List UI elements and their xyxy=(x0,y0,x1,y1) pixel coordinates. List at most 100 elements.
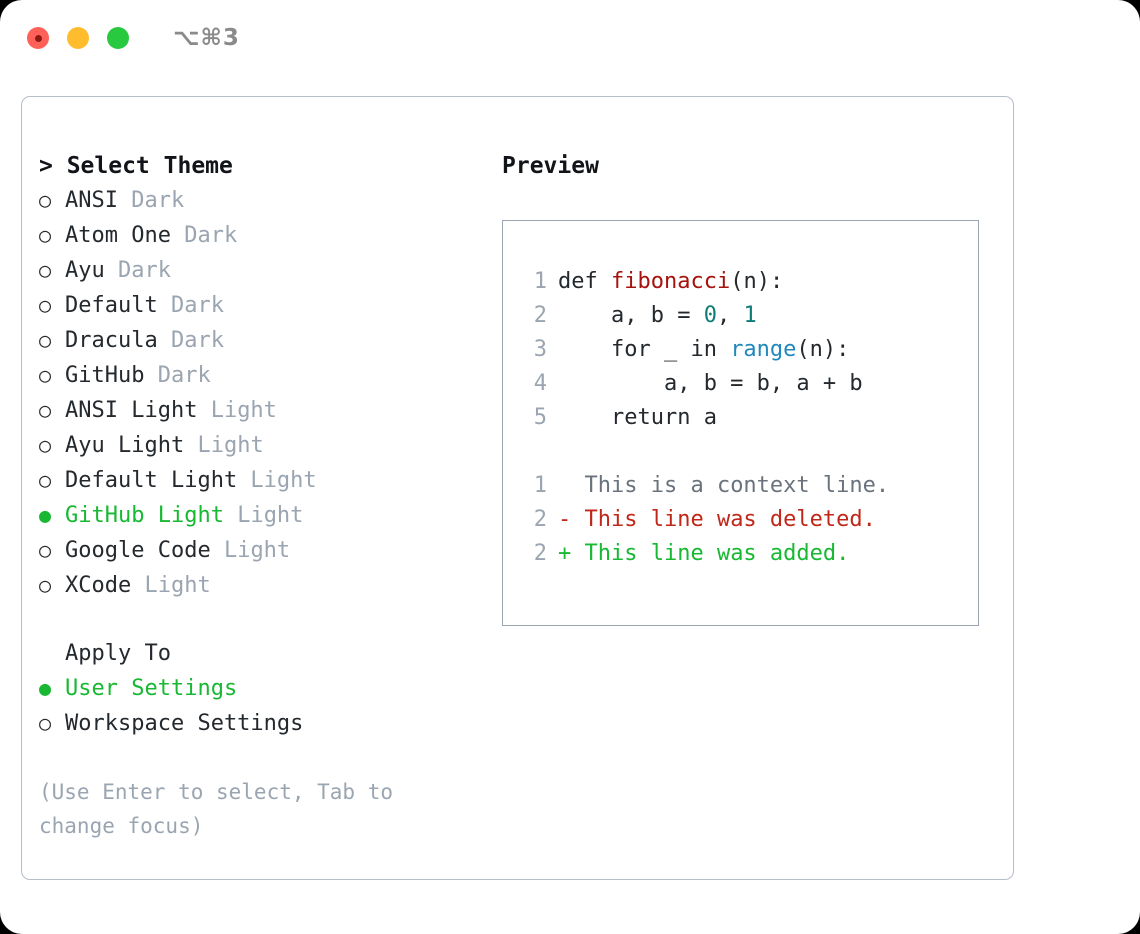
theme-variant-tag: Light xyxy=(223,503,304,528)
radio-selected-icon: ● xyxy=(39,503,52,527)
diff-content: This line was added. xyxy=(571,541,850,566)
theme-variant-tag: Light xyxy=(184,433,264,458)
theme-variant-tag: Light xyxy=(197,398,277,423)
code-token-plain: a, b = xyxy=(558,303,704,328)
apply-to-row[interactable]: ● User Settings xyxy=(39,671,502,706)
code-line: 3 for _ in range(n): xyxy=(517,333,978,367)
titlebar: ⌥⌘3 xyxy=(0,0,1140,76)
code-text: def fibonacci(n): xyxy=(547,265,783,299)
radio-unselected-icon: ○ xyxy=(39,573,52,597)
code-token-plain: for _ in xyxy=(558,337,731,362)
theme-name: Atom One xyxy=(65,223,171,248)
theme-list: ○ANSI Dark○Atom One Dark○Ayu Dark○Defaul… xyxy=(39,183,502,603)
theme-row[interactable]: ○ Atom One Dark xyxy=(39,218,502,253)
code-token-plain: return a xyxy=(558,405,717,430)
radio-unselected-icon: ○ xyxy=(39,293,52,317)
radio-unselected-icon: ○ xyxy=(39,433,52,457)
line-number: 2 xyxy=(533,303,547,328)
theme-variant-tag: Dark xyxy=(144,363,211,388)
apply-to-label: User Settings xyxy=(65,676,238,701)
apply-to-header: Apply To xyxy=(65,641,171,666)
code-text: a, b = 0, 1 xyxy=(547,299,757,333)
code-line: 5 return a xyxy=(517,401,978,435)
line-number: 3 xyxy=(533,337,547,362)
theme-row[interactable]: ○Ayu Dark xyxy=(39,253,502,288)
theme-row[interactable]: ● GitHub Light Light xyxy=(39,498,502,533)
close-button[interactable] xyxy=(27,27,49,49)
radio-unselected-icon: ○ xyxy=(39,328,52,352)
radio-unselected-icon: ○ xyxy=(39,223,52,247)
theme-row[interactable]: ○ ANSI Light Light xyxy=(39,393,502,428)
diff-line: 1 This is a context line. xyxy=(517,469,978,503)
diff-content: This is a context line. xyxy=(571,473,890,498)
theme-name: GitHub xyxy=(65,363,145,388)
code-diff-spacer xyxy=(517,435,978,469)
theme-name: Ayu Light xyxy=(65,433,185,458)
theme-row[interactable]: ○Default Light Light xyxy=(39,463,502,498)
radio-selected-icon: ● xyxy=(39,676,52,700)
theme-variant-tag: Dark xyxy=(117,188,185,213)
code-token-blt: range xyxy=(730,337,797,362)
theme-variant-tag: Dark xyxy=(157,328,224,353)
theme-picker-column: > Select Theme ○ANSI Dark○Atom One Dark○… xyxy=(22,97,502,879)
radio-unselected-icon: ○ xyxy=(39,258,52,282)
diff-text: This is a context line. xyxy=(547,469,889,503)
theme-row[interactable]: ○ANSI Dark xyxy=(39,183,502,218)
diff-content: This line was deleted. xyxy=(571,507,876,532)
theme-row[interactable]: ○ GitHub Dark xyxy=(39,358,502,393)
line-number: 2 xyxy=(533,507,547,532)
minimize-button[interactable] xyxy=(67,27,89,49)
theme-name: GitHub Light xyxy=(65,503,224,528)
code-line: 4 a, b = b, a + b xyxy=(517,367,978,401)
radio-unselected-icon: ○ xyxy=(39,711,52,735)
diff-marker: + xyxy=(558,541,572,566)
theme-variant-tag: Light xyxy=(237,468,317,493)
apply-to-row[interactable]: ○ Workspace Settings xyxy=(39,706,502,741)
line-number: 2 xyxy=(533,541,547,566)
theme-row[interactable]: ○Default Dark xyxy=(39,288,502,323)
code-token-plain: , xyxy=(716,303,744,328)
radio-unselected-icon: ○ xyxy=(39,538,52,562)
code-token-plain: def xyxy=(558,269,611,294)
theme-name: ANSI Light xyxy=(65,398,198,423)
code-text: for _ in range(n): xyxy=(547,333,849,367)
theme-name: ANSI xyxy=(65,188,118,213)
theme-name: Dracula xyxy=(65,328,158,353)
theme-name: Default xyxy=(65,293,158,318)
code-line: 2 a, b = 0, 1 xyxy=(517,299,978,333)
diff-marker: - xyxy=(558,507,572,532)
apply-to-list: ● User Settings ○ Workspace Settings xyxy=(39,671,502,741)
code-token-plain: (n): xyxy=(796,337,850,362)
radio-unselected-icon: ○ xyxy=(39,363,52,387)
line-number: 5 xyxy=(533,405,547,430)
diff-sample: 1 This is a context line.2- This line wa… xyxy=(517,469,978,571)
main-panel: > Select Theme ○ANSI Dark○Atom One Dark○… xyxy=(21,96,1014,880)
apply-to-label: Workspace Settings xyxy=(65,711,304,736)
line-number: 1 xyxy=(533,473,547,498)
theme-row[interactable]: ○Google Code Light xyxy=(39,533,502,568)
traffic-light-group xyxy=(27,27,129,49)
code-token-num: 1 xyxy=(743,303,757,328)
preview-header: Preview xyxy=(502,153,599,179)
theme-row[interactable]: ○ XCode Light xyxy=(39,568,502,603)
code-token-plain: (n): xyxy=(730,269,784,294)
code-token-fn: fibonacci xyxy=(610,269,731,294)
theme-name: Ayu xyxy=(65,258,105,283)
diff-line: 2- This line was deleted. xyxy=(517,503,978,537)
diff-marker xyxy=(558,473,571,498)
theme-row[interactable]: ○ Dracula Dark xyxy=(39,323,502,358)
theme-row[interactable]: ○ Ayu Light Light xyxy=(39,428,502,463)
radio-unselected-icon: ○ xyxy=(39,398,52,422)
select-theme-header: > Select Theme xyxy=(39,153,233,179)
line-number: 1 xyxy=(533,269,547,294)
theme-name: XCode xyxy=(65,573,132,598)
theme-variant-tag: Dark xyxy=(170,223,238,248)
zoom-button[interactable] xyxy=(107,27,129,49)
keyboard-shortcut-label: ⌥⌘3 xyxy=(173,25,240,51)
theme-variant-tag: Light xyxy=(131,573,211,598)
radio-unselected-icon: ○ xyxy=(39,468,52,492)
